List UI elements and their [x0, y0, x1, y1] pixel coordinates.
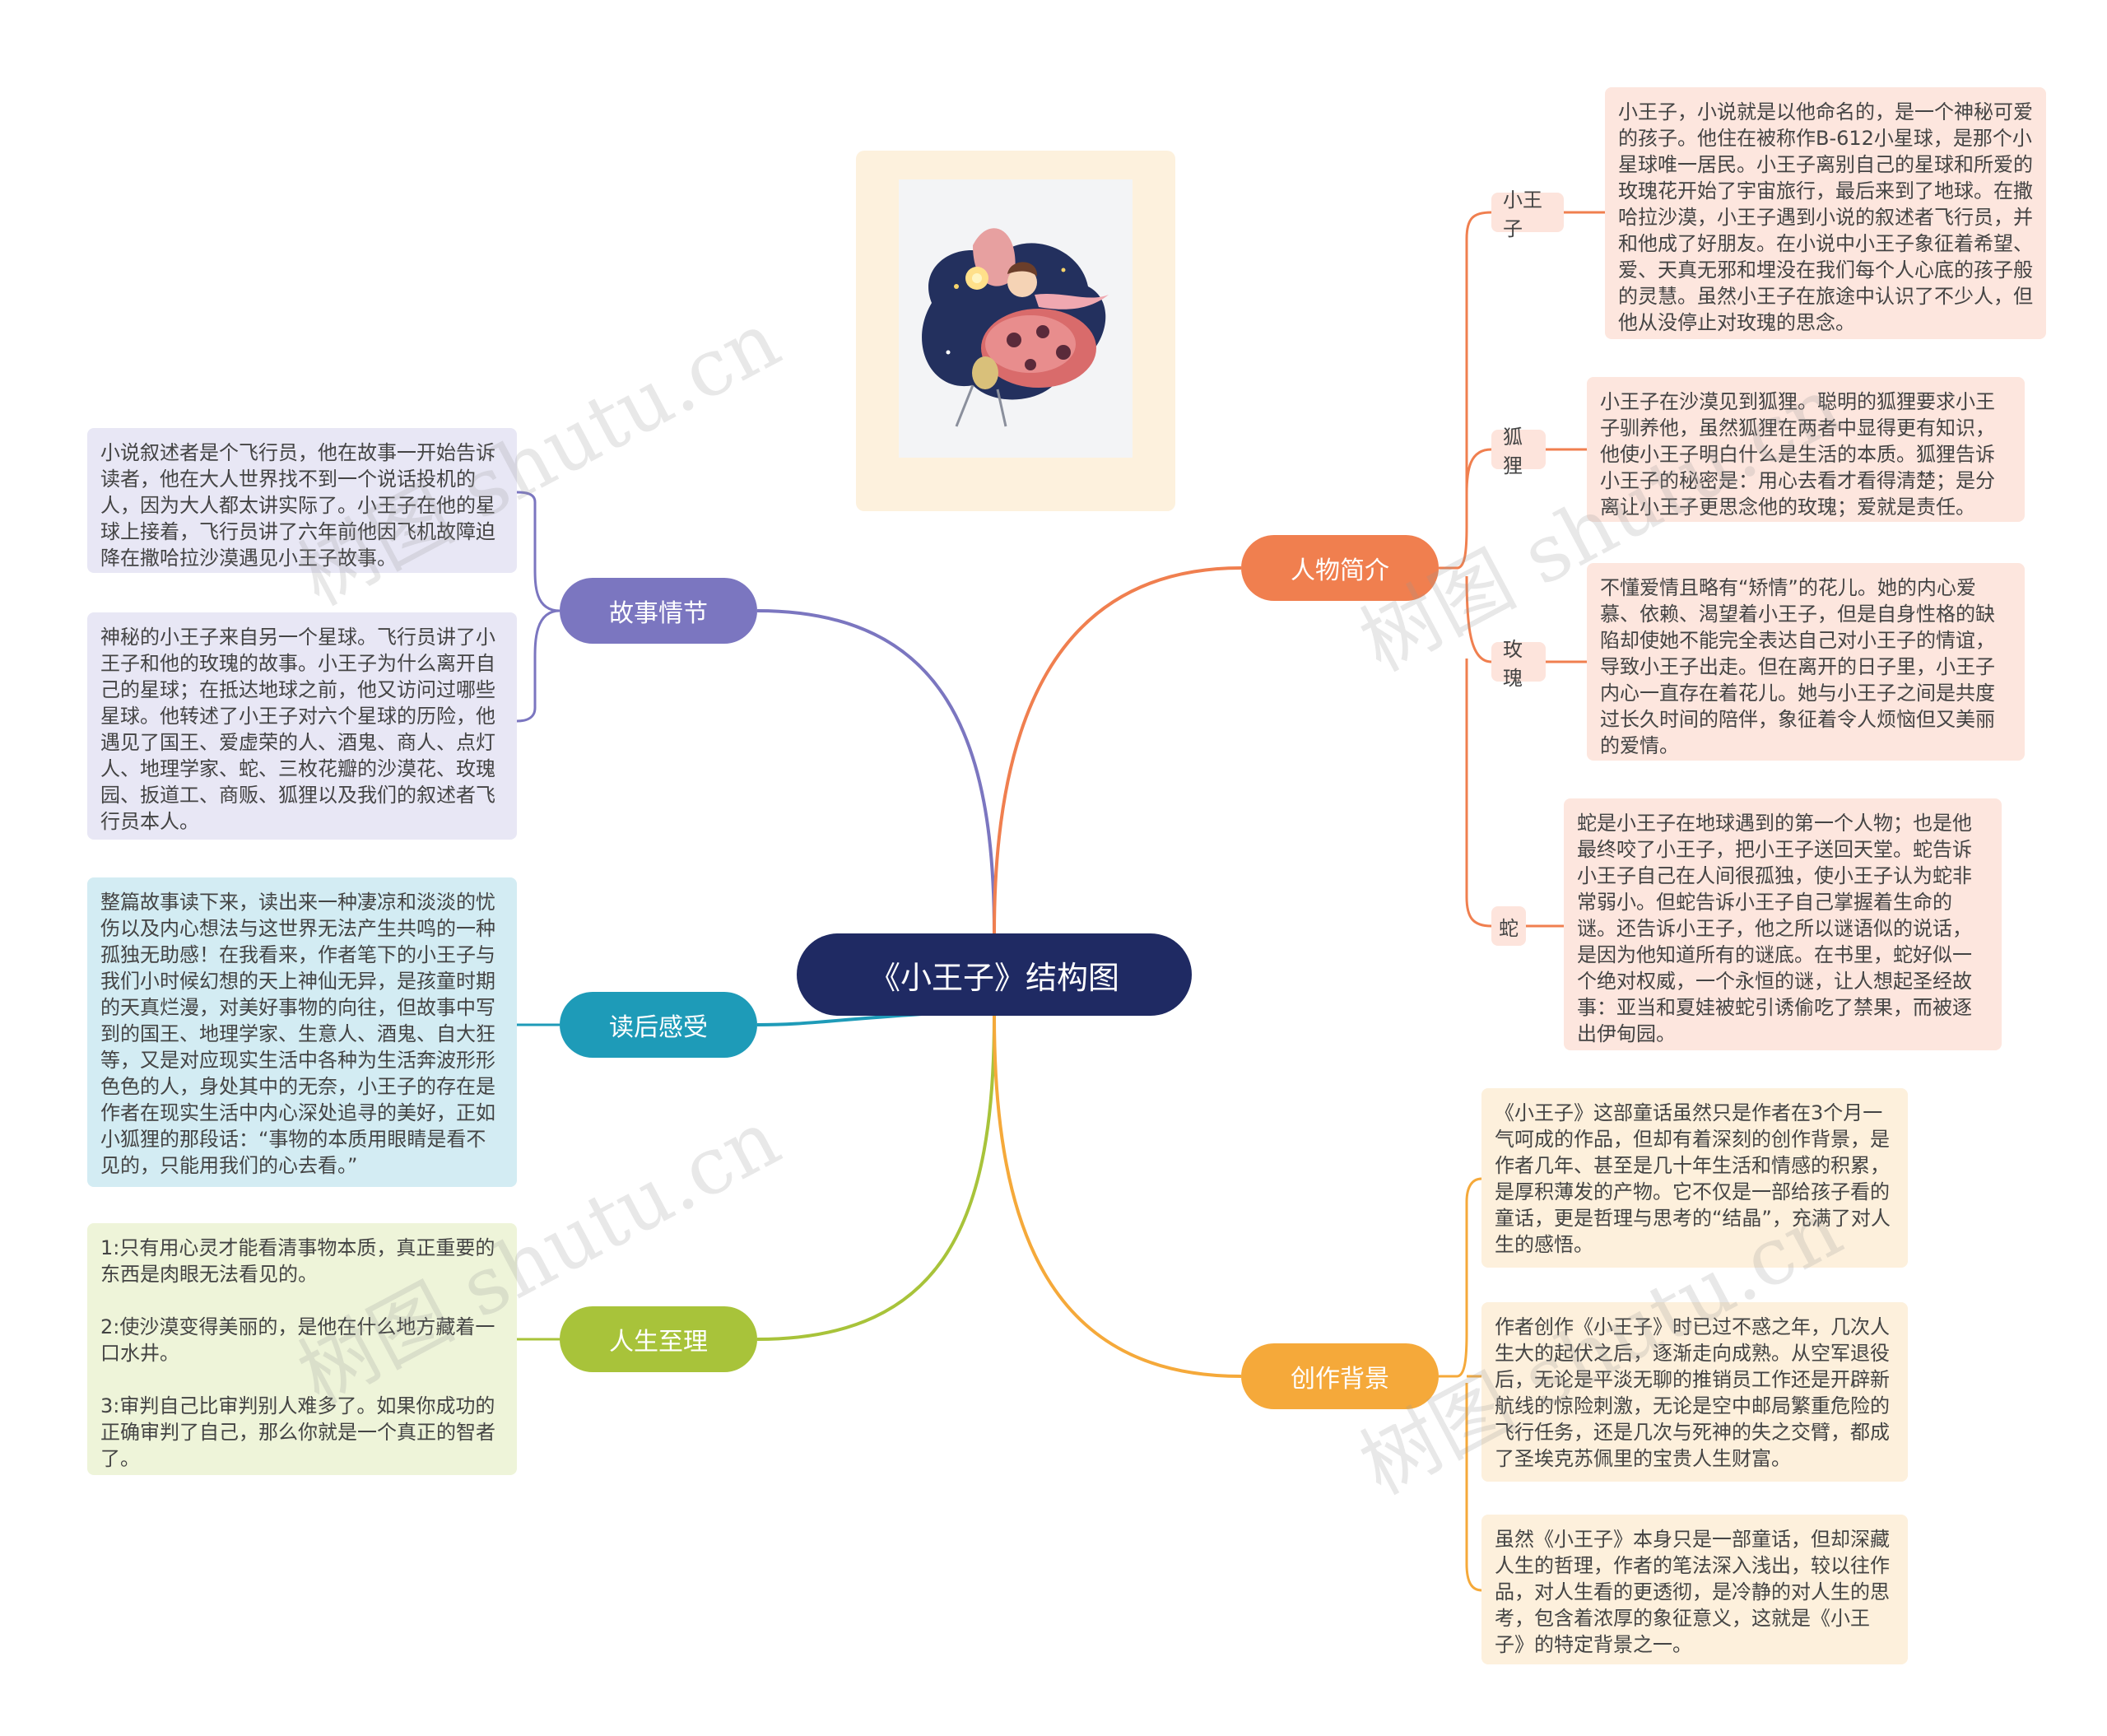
background-note-1: 《小王子》这部童话虽然只是作者在3个月一气呵成的作品，但却有着深刻的创作背景，是… [1481, 1088, 1908, 1268]
character-label-rose[interactable]: 玫瑰 [1491, 642, 1546, 682]
edge-bg-note-1 [1439, 1179, 1481, 1376]
edge-story-note-1 [517, 492, 560, 611]
story-note-2: 神秘的小王子来自另一个星球。飞行员讲了小王子和他的玫瑰的故事。小王子为什么离开自… [87, 612, 517, 840]
central-topic[interactable]: 《小王子》结构图 [797, 933, 1192, 1016]
edge-background [994, 1016, 1241, 1376]
branch-characters[interactable]: 人物简介 [1241, 535, 1439, 601]
edge-char-xwz [1439, 212, 1491, 568]
edge-story-note-2 [517, 611, 560, 721]
story-note-1: 小说叙述者是个飞行员，他在故事一开始告诉读者，他在大人世界找不到一个说话投机的人… [87, 428, 517, 573]
edge-life [757, 1016, 994, 1339]
branch-story[interactable]: 故事情节 [560, 578, 757, 644]
edge-char-snake [1467, 659, 1491, 926]
branch-background[interactable]: 创作背景 [1241, 1343, 1439, 1409]
edge-bg-note-3 [1467, 1383, 1481, 1590]
character-label-fox[interactable]: 狐狸 [1491, 430, 1546, 469]
edge-char-rose [1467, 576, 1491, 662]
branch-feeling[interactable]: 读后感受 [560, 992, 757, 1058]
background-note-3: 虽然《小王子》本身只是一部童话，但却深藏人生的哲理，作者的笔法深入浅出，较以往作… [1481, 1515, 1908, 1664]
character-desc-fox: 小王子在沙漠见到狐狸。聪明的狐狸要求小王子驯养他，虽然狐狸在两者中显得更有知识，… [1587, 377, 2025, 522]
background-note-2: 作者创作《小王子》时已过不惑之年，几次人生大的起伏之后，逐渐走向成熟。从空军退役… [1481, 1302, 1908, 1482]
branch-life[interactable]: 人生至理 [560, 1306, 757, 1372]
life-note: 1:只有用心灵才能看清事物本质，真正重要的东西是肉眼无法看见的。 2:使沙漠变得… [87, 1223, 517, 1475]
edge-char-fox [1467, 449, 1491, 494]
little-prince-ladybug-image [899, 179, 1133, 458]
character-label-snake[interactable]: 蛇 [1491, 906, 1526, 946]
feeling-note: 整篇故事读下来，读出来一种凄凉和淡淡的忧伤以及内心想法与这世界无法产生共鸣的一种… [87, 877, 517, 1187]
edge-story [757, 611, 994, 933]
illustration [899, 179, 1133, 458]
character-desc-little-prince: 小王子，小说就是以他命名的，是一个神秘可爱的孩子。他住在被称作B-612小星球，… [1605, 87, 2046, 339]
character-desc-rose: 不懂爱情且略有“矫情”的花儿。她的内心爱慕、依赖、渴望着小王子，但是自身性格的缺… [1587, 563, 2025, 761]
character-label-little-prince[interactable]: 小王子 [1491, 193, 1564, 232]
character-desc-snake: 蛇是小王子在地球遇到的第一个人物；也是他最终咬了小王子，把小王子送回天堂。蛇告诉… [1564, 798, 2002, 1050]
edge-characters [994, 568, 1241, 933]
